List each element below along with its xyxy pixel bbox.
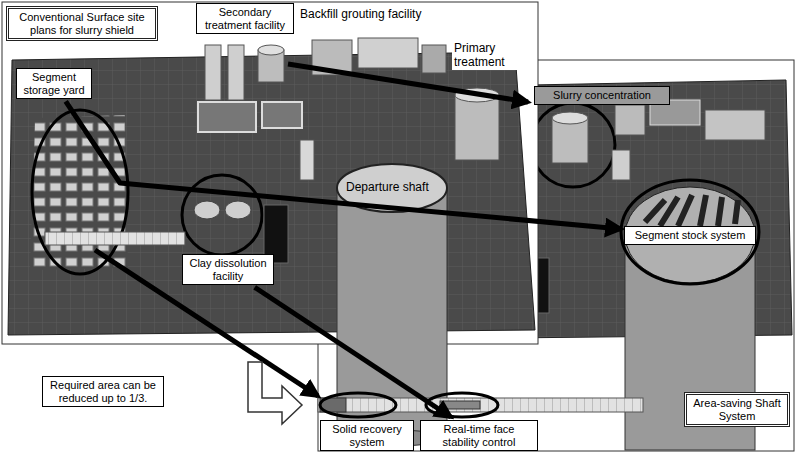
box-text: Segment storage yard	[20, 71, 88, 96]
equipment	[705, 110, 765, 140]
label-box: Segment stock system	[624, 226, 756, 245]
highlight-ellipse	[32, 110, 128, 274]
treatment-tower	[205, 45, 221, 100]
grouting-plant	[358, 38, 418, 68]
tank-top	[552, 112, 588, 124]
relocation-arrow	[255, 287, 451, 417]
settling-pool	[198, 102, 256, 132]
relocation-arrow	[66, 101, 621, 229]
label-box: Clay dissolution facility	[182, 254, 274, 285]
label-box: Solid recovery system	[320, 420, 414, 451]
crane	[300, 140, 314, 180]
relocation-arrow	[288, 64, 528, 102]
label-box: Real-time face stability control	[420, 420, 538, 451]
box-text: Real-time face stability control	[424, 423, 534, 448]
tank-top	[258, 45, 284, 55]
note-box: Required area can be reduced up to 1/3.	[42, 376, 164, 407]
settling-pool	[262, 102, 302, 128]
dissolution-tank	[194, 201, 220, 219]
label-box: Area-saving Shaft System	[684, 392, 790, 427]
highlight-circle	[182, 175, 262, 255]
box-text: Conventional Surface site plans for slur…	[12, 11, 152, 36]
large-tank	[455, 95, 499, 160]
plain-label: Departure shaft	[346, 181, 429, 195]
label-box: Slurry concentration	[534, 86, 670, 105]
box-text: Clay dissolution facility	[186, 257, 270, 282]
dissolution-tank	[225, 201, 251, 219]
relocation-arrow	[95, 250, 318, 396]
label-box: Secondary treatment facility	[196, 3, 294, 34]
left-panel-frame	[2, 2, 538, 344]
crane	[612, 150, 630, 180]
box-text: Solid recovery system	[324, 423, 410, 448]
grouting-plant	[422, 45, 446, 73]
label-box: Segment storage yard	[16, 68, 92, 99]
left-site-floor	[8, 52, 535, 335]
box-text: Slurry concentration	[538, 89, 666, 102]
shaft-top	[625, 187, 755, 283]
box-text: Secondary treatment facility	[200, 6, 290, 31]
hollow-arrow	[248, 362, 302, 424]
box-text: Area-saving Shaft System	[690, 397, 784, 422]
control-unit	[440, 401, 480, 409]
title-box: Conventional Surface site plans for slur…	[6, 6, 158, 41]
highlight-ellipse	[621, 180, 759, 284]
box-text: Required area can be reduced up to 1/3.	[46, 379, 160, 404]
plain-label: Primary treatment	[452, 42, 528, 70]
box-text: Segment stock system	[628, 229, 752, 242]
highlight-ellipse	[320, 393, 396, 417]
plain-label: Backfill grouting facility	[300, 8, 421, 22]
tunnel-tube	[45, 232, 185, 245]
highlight-circle	[531, 103, 615, 187]
segment-stock-rack	[645, 195, 738, 226]
equipment	[615, 105, 645, 135]
treatment-tower	[228, 45, 244, 100]
tunnel-tube	[318, 398, 643, 412]
concentration-tank	[552, 118, 588, 163]
